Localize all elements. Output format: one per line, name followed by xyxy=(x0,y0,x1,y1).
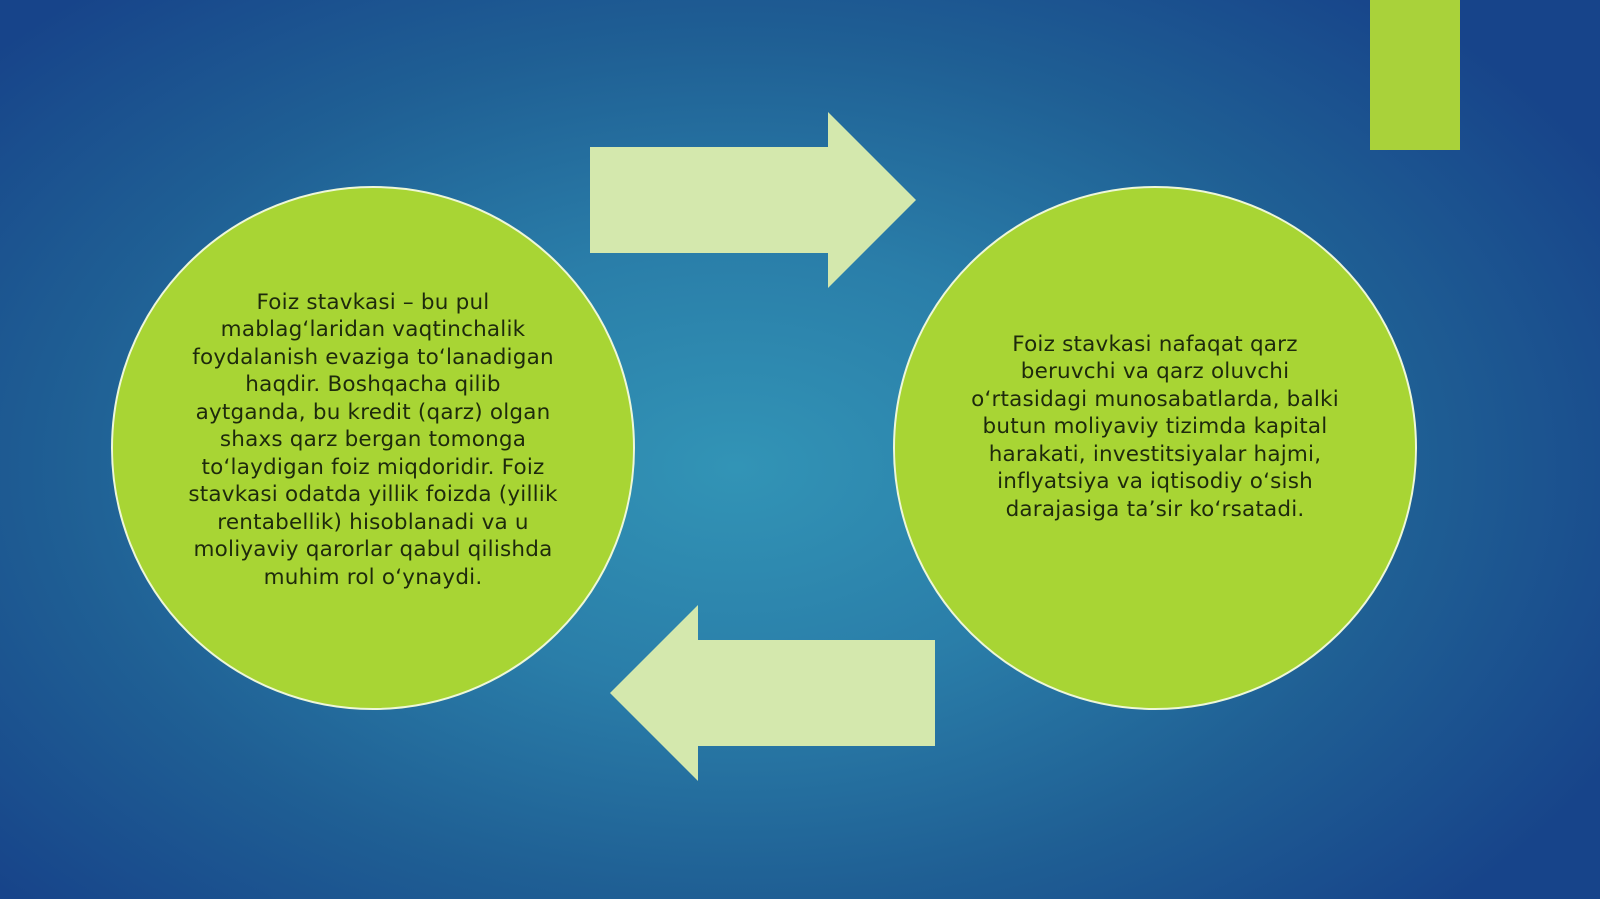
definition-circle: Foiz stavkasi – bu pul mablag‘laridan va… xyxy=(111,186,635,710)
accent-bar xyxy=(1370,0,1460,150)
impact-circle: Foiz stavkasi nafaqat qarz beruvchi va q… xyxy=(893,186,1417,710)
arrow-right-icon xyxy=(590,112,916,288)
definition-text: Foiz stavkasi – bu pul mablag‘laridan va… xyxy=(188,289,558,590)
impact-text: Foiz stavkasi nafaqat qarz beruvchi va q… xyxy=(971,331,1339,522)
arrow-left-icon xyxy=(610,605,935,781)
